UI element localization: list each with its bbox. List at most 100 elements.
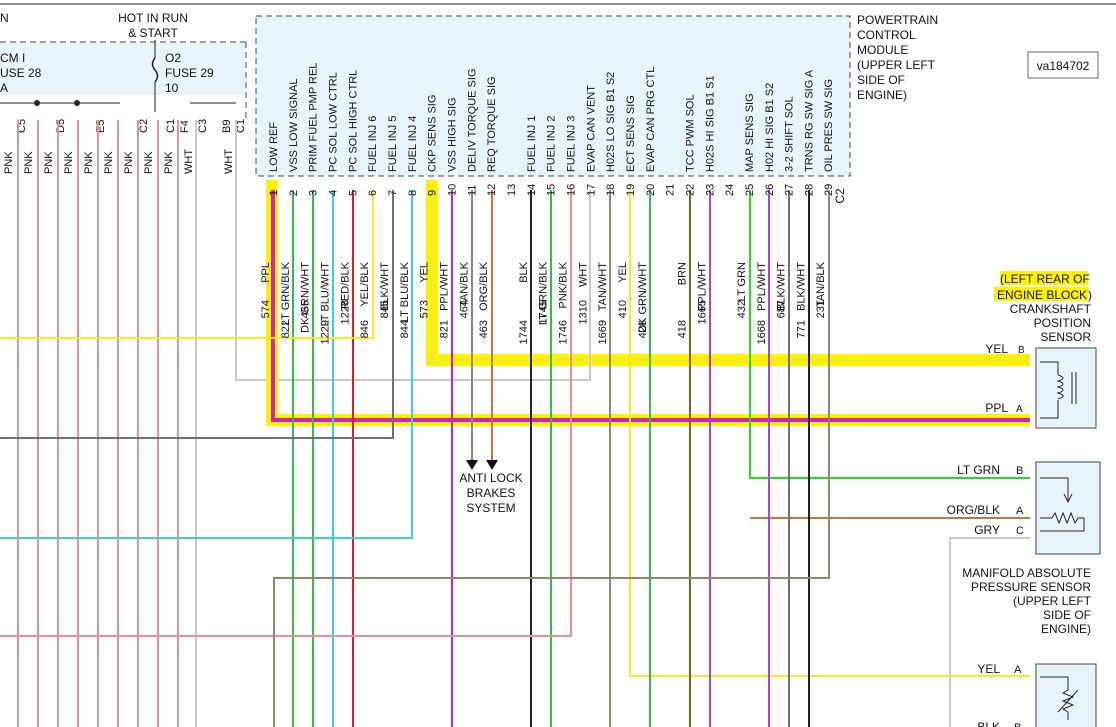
pin-name-23: H02S HI SIG B1 S1 xyxy=(704,75,716,172)
ckp-sensor-box xyxy=(1035,347,1097,429)
pin-color-20: DK GRN/WHT xyxy=(637,262,649,333)
ect-thermistor-icon xyxy=(1040,676,1079,720)
pin-color-27: BLK/WHT xyxy=(776,262,788,311)
pin-color-29: TAN/BLK xyxy=(815,261,827,307)
pin-circuit-28: 771 xyxy=(795,320,807,338)
pin-name-27: 3-2 SHIFT SOL xyxy=(784,96,796,172)
pin-color-28: BLK/WHT xyxy=(795,262,807,311)
pin-color-16: PNK/BLK xyxy=(557,261,569,308)
anti-lock-label-1: ANTI LOCK xyxy=(459,471,522,485)
pin-circuit-3: 465 xyxy=(300,300,312,318)
pin-name-20: EVAP CAN PRG CTL xyxy=(645,67,657,172)
left-pin-6: C3 xyxy=(197,119,209,133)
highlight-2 xyxy=(994,287,1088,301)
pin-number-25: 25 xyxy=(744,184,756,196)
pin-circuit-18: 1669 xyxy=(597,320,609,344)
pin-circuit-29: 231 xyxy=(815,300,827,318)
ckp-location-paren: ) xyxy=(1088,288,1092,302)
wire-pin-8 xyxy=(0,190,413,539)
ect-term-b-pin: B xyxy=(1014,722,1021,727)
hot-in-run-label-2: & START xyxy=(128,26,178,40)
map-term-c-pin: C xyxy=(1016,525,1024,537)
pcm-title-5: SIDE OF xyxy=(857,73,905,87)
fuse-right-1: O2 xyxy=(165,51,181,65)
map-name-2: PRESSURE SENSOR xyxy=(971,580,1091,594)
map-term-a-color: ORG/BLK xyxy=(947,503,1000,517)
fuse-right-2: FUSE 29 xyxy=(165,66,214,80)
ect-term-a-pin: A xyxy=(1014,664,1022,676)
left-wire-label-10: WHT xyxy=(223,149,235,174)
pin-color-11: TAN/BLK xyxy=(458,261,470,307)
map-name-4: SIDE OF xyxy=(1043,608,1091,622)
pin-color-2: LT GRN/BLK xyxy=(280,261,292,325)
fuse-left-2: USE 28 xyxy=(0,66,42,80)
left-wire-label-7: PNK xyxy=(143,151,155,174)
pcm-title-2: CONTROL xyxy=(857,28,916,42)
fuse-right-3: 10 xyxy=(165,81,179,95)
pin-name-3: PRIM FUEL PMP REL xyxy=(308,63,320,172)
fuse-left-1: CM I xyxy=(0,51,25,65)
left-wire-label-4: PNK xyxy=(83,151,95,174)
left-wire-label-3: PNK xyxy=(63,151,75,174)
pin-circuit-14: 1744 xyxy=(518,320,530,344)
pin-name-7: FUEL INJ 5 xyxy=(387,116,399,172)
pin-color-15: LT GRN/BLK xyxy=(538,261,550,325)
pin-number-20: 20 xyxy=(645,184,657,196)
map-term-b-color: LT GRN xyxy=(957,463,1000,477)
pin-number-6: 6 xyxy=(367,190,379,196)
ckp-name-3: SENSOR xyxy=(1040,330,1091,344)
pin-name-22: TCC PWM SOL xyxy=(684,94,696,172)
pin-circuit-23: 1665 xyxy=(696,300,708,324)
wire-pin-16 xyxy=(0,190,572,637)
pin-number-27: 27 xyxy=(784,184,796,196)
pin-color-23: PPL/WHT xyxy=(696,262,708,311)
left-pin-5: F4 xyxy=(179,120,191,133)
left-wire-label-9: WHT xyxy=(183,149,195,174)
pin-number-9: 9 xyxy=(427,190,439,196)
pin-color-18: TAN/WHT xyxy=(597,262,609,312)
left-pin-8: C1 xyxy=(235,119,247,133)
pin-number-11: 11 xyxy=(466,185,478,196)
pin-name-4: PC SOL LOW CTRL xyxy=(327,72,339,172)
left-wire-label-2: PNK xyxy=(43,151,55,174)
ckp-term-b-color: YEL xyxy=(985,342,1008,356)
hot-in-run-label-1: HOT IN RUN xyxy=(118,11,188,25)
pin-name-26: H02 HI SIG B1 S2 xyxy=(764,83,776,172)
pin-name-12: REQ TORQUE SIG xyxy=(486,76,498,172)
map-name-3: (UPPER LEFT xyxy=(1013,594,1092,608)
pin-name-11: DELIV TORQUE SIG xyxy=(466,68,478,172)
pin-circuit-1: 574 xyxy=(260,300,272,318)
map-term-c-color: GRY xyxy=(974,523,1000,537)
pin-number-26: 26 xyxy=(764,184,776,196)
pin-circuit-9: 573 xyxy=(419,300,431,318)
left-wire-label-0: PNK xyxy=(3,151,15,174)
pin-name-5: PC SOL HIGH CTRL xyxy=(347,70,359,172)
pin-name-6: FUEL INJ 6 xyxy=(367,116,379,172)
left-pin-3: C2 xyxy=(138,119,150,133)
ckp-coil-icon xyxy=(1040,361,1064,419)
pin-number-16: 16 xyxy=(565,184,577,196)
pin-circuit-12: 463 xyxy=(478,320,490,338)
pin-number-12: 12 xyxy=(486,184,498,196)
left-wire-label-8: PNK xyxy=(163,151,175,174)
reference-code-box xyxy=(1027,51,1099,79)
pin-color-14: BLK xyxy=(518,261,530,282)
pin-circuit-5: 1228 xyxy=(339,300,351,324)
pin-circuit-16: 1746 xyxy=(557,320,569,344)
pin-number-21: 21 xyxy=(665,184,677,196)
pin-number-15: 15 xyxy=(546,184,558,196)
left-pin-7: B9 xyxy=(221,120,233,133)
pin-color-10: PPL/WHT xyxy=(438,262,450,311)
pin-number-28: 28 xyxy=(803,184,815,196)
splice-dot-1 xyxy=(34,100,40,106)
pin-number-23: 23 xyxy=(704,184,716,196)
pin-name-28: TRNS RG SW SIG A xyxy=(803,69,815,172)
pin-number-18: 18 xyxy=(605,184,617,196)
wire-layer xyxy=(0,120,1030,727)
pin-number-2: 2 xyxy=(288,190,300,196)
pin-name-17: EVAP CAN VENT xyxy=(585,85,597,172)
pin-name-15: FUEL INJ 2 xyxy=(546,116,558,172)
pcm-box xyxy=(255,15,851,177)
